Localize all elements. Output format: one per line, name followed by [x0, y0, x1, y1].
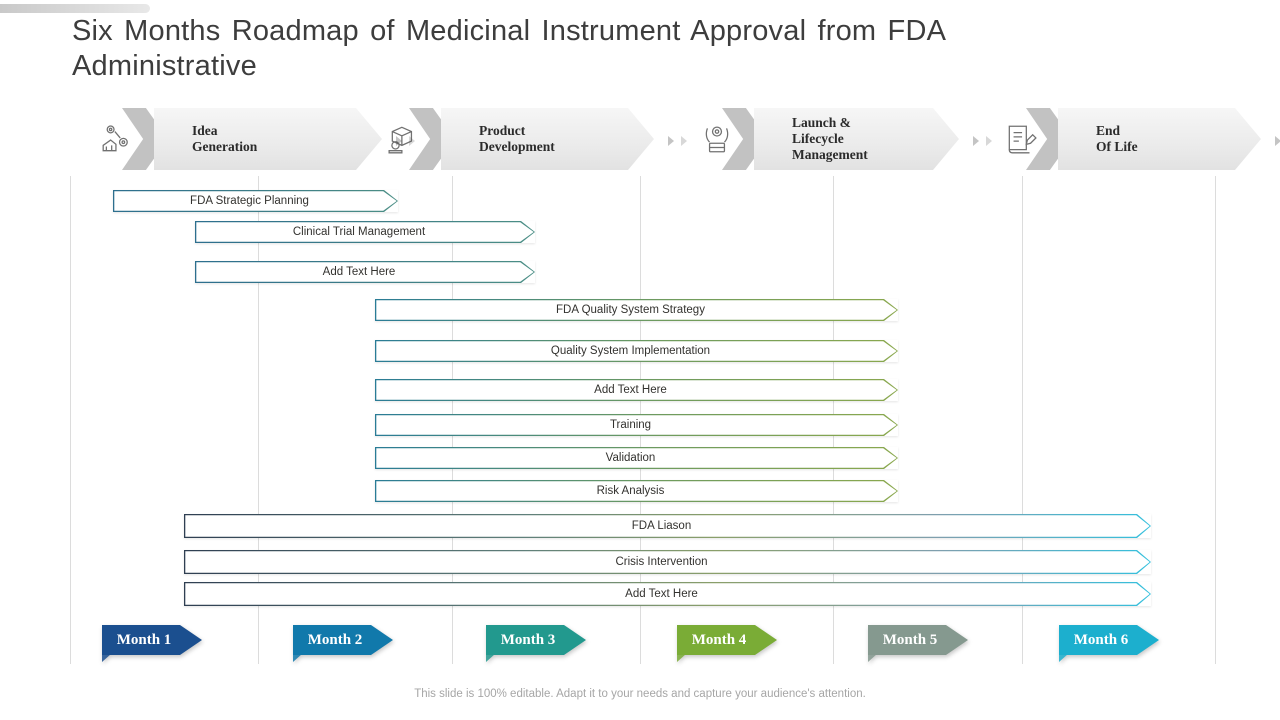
phase-label-line: End — [1096, 123, 1121, 138]
launch-rocket-icon — [696, 118, 738, 160]
month-tag-label: Month 4 — [691, 631, 747, 648]
phase-arrow-dots-icon — [668, 136, 687, 146]
decorative-pill — [0, 4, 150, 13]
task-bar[interactable]: Add Text Here — [184, 582, 1151, 606]
month-tag-label: Month 6 — [1073, 631, 1129, 648]
task-bar-label: Risk Analysis — [596, 485, 665, 497]
task-bar[interactable]: Clinical Trial Management — [195, 221, 535, 243]
month-tag-1[interactable]: Month 1 — [102, 625, 202, 662]
month-tag-body: Month 6 — [1059, 625, 1159, 655]
month-tag-tail — [293, 654, 302, 662]
document-pen-icon — [1000, 118, 1042, 160]
gridline-0 — [70, 176, 71, 664]
month-tag-label: Month 3 — [500, 631, 556, 648]
month-tag-4[interactable]: Month 4 — [677, 625, 777, 662]
task-bar-label: Add Text Here — [625, 588, 698, 600]
task-bar-body — [376, 300, 896, 319]
task-bar-label: Add Text Here — [322, 266, 396, 278]
month-tag-tail — [102, 654, 111, 662]
idea-gears-icon — [96, 118, 138, 160]
task-bar-label: Clinical Trial Management — [292, 226, 426, 238]
task-bar-body — [185, 515, 1149, 536]
month-tag-tail — [677, 654, 686, 662]
page-title: Six Months Roadmap of Medicinal Instrume… — [72, 15, 945, 82]
task-bar-label: Validation — [605, 452, 656, 464]
month-tag-tail — [868, 654, 877, 662]
month-tag-6[interactable]: Month 6 — [1059, 625, 1159, 662]
task-bar-body — [196, 262, 533, 281]
gridline-1 — [258, 176, 259, 664]
task-bar-body — [376, 415, 896, 434]
month-tag-3[interactable]: Month 3 — [486, 625, 586, 662]
phase-label-line: Lifecycle — [792, 131, 844, 146]
phase-arrow-dots-icon — [973, 136, 992, 146]
month-tag-2[interactable]: Month 2 — [293, 625, 393, 662]
month-tag-label: Month 2 — [307, 631, 363, 648]
task-bar[interactable]: Add Text Here — [195, 261, 535, 283]
month-tag-body: Month 1 — [102, 625, 202, 655]
task-bar[interactable]: FDA Quality System Strategy — [375, 299, 898, 321]
task-bar[interactable]: Training — [375, 414, 898, 436]
task-bar[interactable]: Risk Analysis — [375, 480, 898, 502]
phase-label-line: Idea — [192, 123, 218, 138]
month-tag-body: Month 3 — [486, 625, 586, 655]
task-bar-body — [376, 341, 896, 360]
task-bar-body — [114, 191, 396, 210]
month-tag-5[interactable]: Month 5 — [868, 625, 968, 662]
task-bar-body — [196, 222, 533, 241]
task-bar[interactable]: Add Text Here — [375, 379, 898, 401]
month-tag-body: Month 4 — [677, 625, 777, 655]
task-bar[interactable]: FDA Liason — [184, 514, 1151, 538]
task-bar-body — [185, 551, 1149, 572]
phase-label-line: Of Life — [1096, 139, 1138, 154]
task-bar-label: FDA Quality System Strategy — [556, 304, 705, 316]
month-tag-tail — [1059, 654, 1068, 662]
task-bar-body — [376, 448, 896, 467]
task-bar[interactable]: Quality System Implementation — [375, 340, 898, 362]
task-bar-label: Quality System Implementation — [550, 345, 711, 357]
task-bar-body — [376, 380, 896, 399]
task-bar-label: Crisis Intervention — [615, 556, 708, 568]
phase-label-line: Generation — [192, 139, 258, 154]
month-tag-body: Month 5 — [868, 625, 968, 655]
gridline-5 — [1022, 176, 1023, 664]
phase-label-line: Product — [479, 123, 526, 138]
task-bar-label: FDA Strategic Planning — [190, 195, 309, 207]
phase-label-line: Development — [479, 139, 555, 154]
footer-note: This slide is 100% editable. Adapt it to… — [414, 688, 866, 700]
task-bar[interactable]: FDA Strategic Planning — [113, 190, 398, 212]
gridline-6 — [1215, 176, 1216, 664]
task-bar-label: FDA Liason — [631, 520, 692, 532]
month-tag-tail — [486, 654, 495, 662]
month-tag-body: Month 2 — [293, 625, 393, 655]
phase-label-line: Launch & — [792, 115, 851, 130]
task-bar-label: Add Text Here — [594, 384, 667, 396]
task-bar-label: Training — [609, 419, 652, 431]
product-box-icon — [383, 118, 425, 160]
task-bar-body — [185, 583, 1149, 604]
month-tag-label: Month 5 — [882, 631, 938, 648]
phase-arrow-dots-icon — [1275, 136, 1280, 146]
phase-label-line: Management — [792, 147, 868, 162]
task-bar[interactable]: Crisis Intervention — [184, 550, 1151, 574]
month-tag-label: Month 1 — [116, 631, 172, 648]
task-bar[interactable]: Validation — [375, 447, 898, 469]
task-bar-body — [376, 481, 896, 500]
